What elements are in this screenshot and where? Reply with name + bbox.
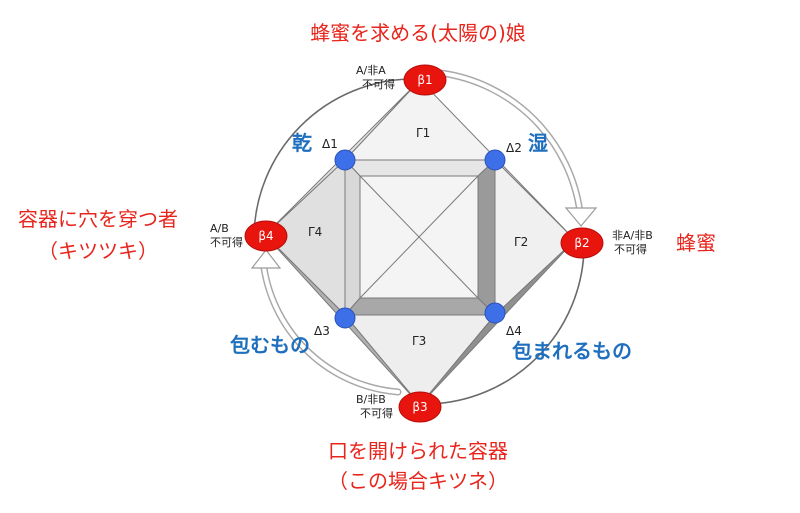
predicate-bottom-line1: B/非B xyxy=(356,393,386,406)
label-bottom-line2: （この場合キツネ） xyxy=(328,469,508,493)
predicate-bottom-line2: 不可得 xyxy=(360,407,393,420)
beta-4-label: β4 xyxy=(258,229,273,243)
beta-1-label: β1 xyxy=(417,73,432,87)
delta-3-label: Δ3 xyxy=(314,324,330,338)
gamma-4-label: Γ4 xyxy=(308,225,322,239)
delta-4-node xyxy=(484,302,506,324)
inner-diagonal-2 xyxy=(359,175,479,299)
arrowhead-left xyxy=(250,249,282,269)
beta-3-node xyxy=(398,391,442,423)
delta-4-label: Δ4 xyxy=(506,324,522,338)
label-top: 蜂蜜を求める(太陽の)娘 xyxy=(310,21,526,45)
arrowhead-right xyxy=(564,207,598,227)
concept-tsutsumareru: 包まれるもの xyxy=(512,339,632,363)
arc-arrow-bottom-left-inner xyxy=(262,266,400,394)
delta-1-label: Δ1 xyxy=(322,137,338,151)
label-right: 蜂蜜 xyxy=(676,231,716,255)
label-left-line1: 容器に穴を穿つ者 xyxy=(18,207,178,231)
predicate-top-line1: A/非A xyxy=(356,64,386,77)
delta-3-node xyxy=(334,307,356,329)
bevel-top xyxy=(343,159,497,177)
beta-4-node xyxy=(244,220,288,252)
concept-shitsu: 湿 xyxy=(528,131,548,155)
predicate-right-line2: 不可得 xyxy=(614,243,647,256)
beta-1-node xyxy=(403,64,447,96)
beta-2-label: β2 xyxy=(574,236,589,250)
delta-2-label: Δ2 xyxy=(506,141,522,155)
bevel-left xyxy=(344,158,361,317)
cycle-arrows xyxy=(250,69,598,405)
predicate-top-line2: 不可得 xyxy=(362,78,395,91)
predicate-right-line1: 非A/非B xyxy=(612,229,653,242)
bevel-bottom xyxy=(343,297,497,316)
gamma-2-label: Γ2 xyxy=(514,235,528,249)
label-bottom-line1: 口を開けられた容器 xyxy=(328,439,508,463)
concept-tsutsumu: 包むもの xyxy=(230,333,310,357)
predicate-left-line1: A/B xyxy=(210,222,229,235)
arc-arrow-top-right-inner xyxy=(439,71,582,214)
arc-line-upper-left xyxy=(253,78,411,237)
beta-3-label: β3 xyxy=(412,400,427,414)
label-left-line2: （キツツキ） xyxy=(38,239,158,263)
beta-2-node xyxy=(560,227,604,259)
delta-2-node xyxy=(484,149,506,171)
bevel-right xyxy=(477,158,496,317)
delta-1-node xyxy=(334,149,356,171)
predicate-left-line2: 不可得 xyxy=(210,236,243,249)
gamma-3-label: Γ3 xyxy=(412,334,426,348)
gamma-1-label: Γ1 xyxy=(416,126,430,140)
arc-line-lower-right xyxy=(429,249,585,405)
concept-kan: 乾 xyxy=(292,131,312,155)
